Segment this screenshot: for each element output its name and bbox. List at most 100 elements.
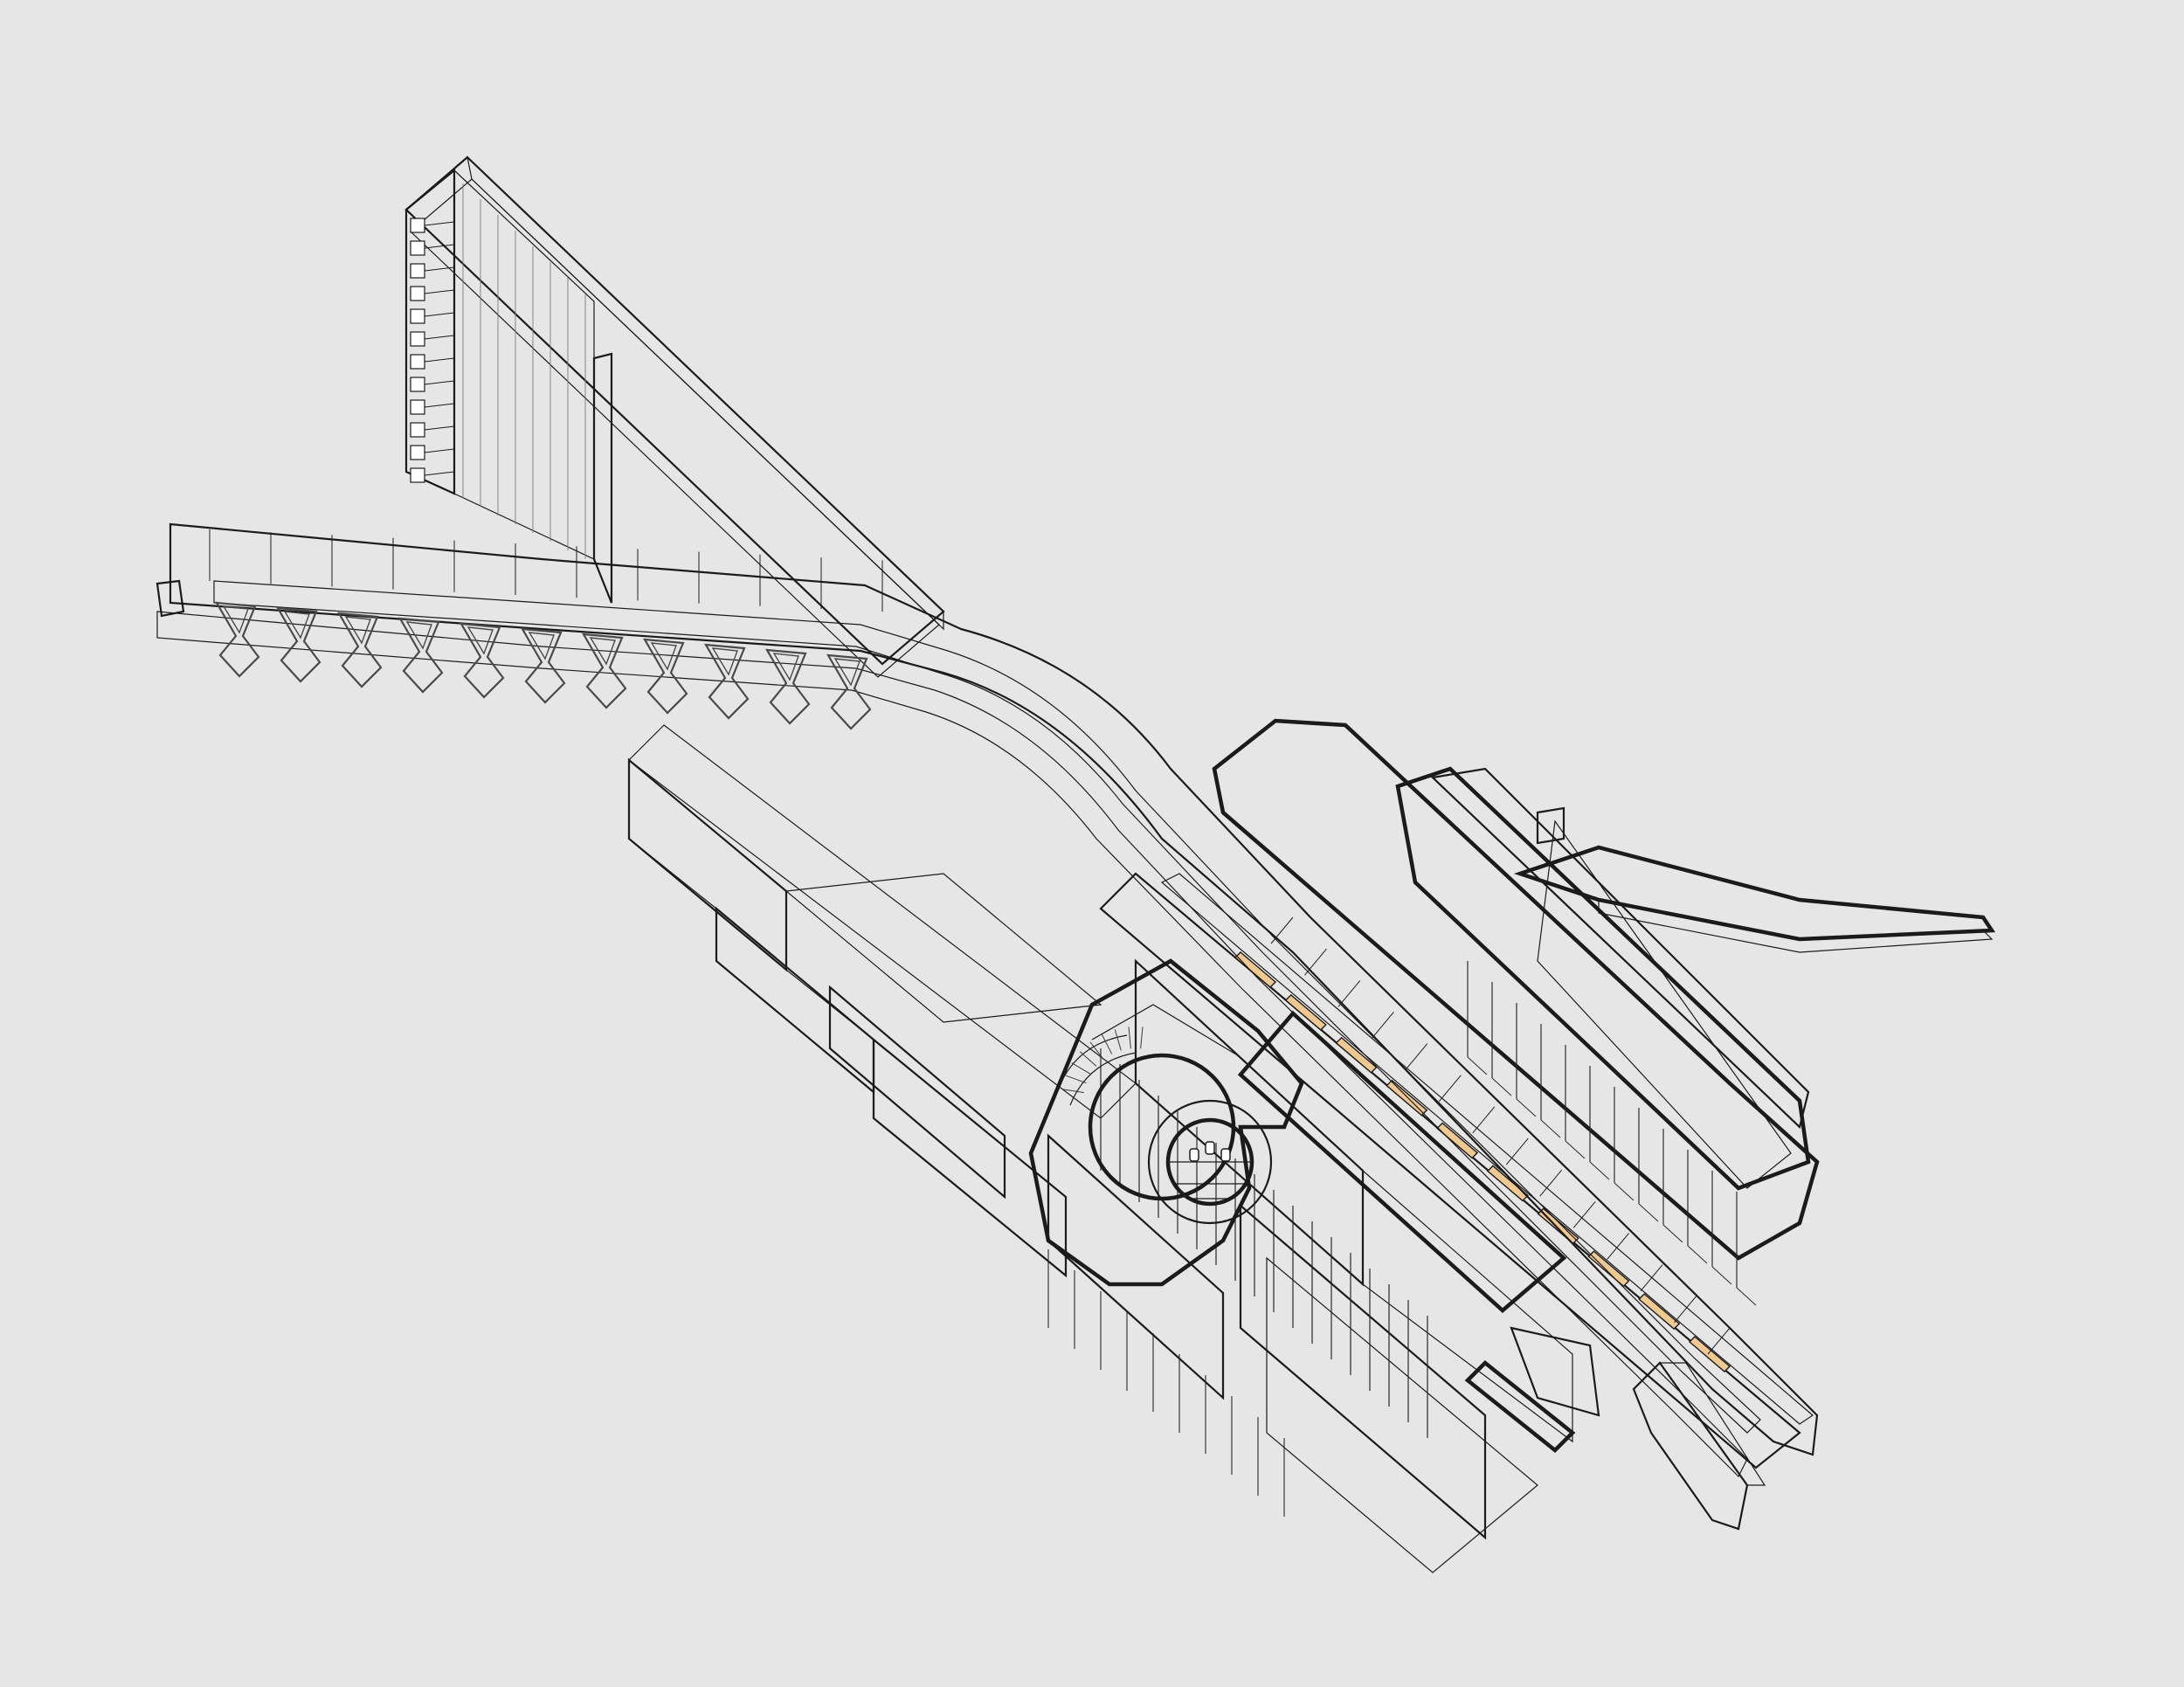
gallery-slot xyxy=(1688,1336,1731,1372)
roof-seam xyxy=(1405,1043,1428,1070)
facade-window xyxy=(410,331,425,347)
stair-tread xyxy=(1089,1041,1104,1060)
wing-sill xyxy=(1467,1056,1488,1075)
facade-rib xyxy=(424,335,455,340)
facade-window xyxy=(410,286,425,301)
facade-rib xyxy=(424,312,455,317)
roof-seam xyxy=(1607,1233,1629,1260)
facade-rib xyxy=(424,357,455,363)
facade-rib xyxy=(424,244,455,249)
roof-truss xyxy=(703,643,750,720)
facade-window xyxy=(410,308,425,324)
truss-web xyxy=(833,658,860,687)
stair-tread xyxy=(1079,1051,1097,1067)
roof-truss xyxy=(520,627,566,704)
wing-sill xyxy=(1736,1287,1757,1306)
wing-sill xyxy=(1711,1266,1732,1285)
lower-left-blocks xyxy=(627,724,1137,1278)
facade-rib xyxy=(424,289,455,294)
roof-truss xyxy=(826,653,872,730)
roof-seam xyxy=(1438,1075,1462,1103)
truss-web xyxy=(589,637,616,666)
rotunda-assembly xyxy=(1028,958,1304,1287)
facade-window xyxy=(410,377,425,392)
facade-window xyxy=(410,399,425,415)
roof-seam xyxy=(1337,979,1361,1007)
roof-truss-row xyxy=(214,601,872,730)
roof-truss xyxy=(214,601,260,678)
facade-rib xyxy=(424,425,455,431)
facade-rib xyxy=(424,471,455,476)
facade-window xyxy=(410,467,425,483)
wing-sill xyxy=(1540,1119,1561,1138)
wing-sill xyxy=(1565,1140,1586,1159)
wing-sill xyxy=(1662,1224,1683,1243)
wing-sill xyxy=(1638,1203,1659,1222)
stair-tread xyxy=(1065,1075,1087,1084)
gallery-slot xyxy=(1436,1122,1479,1159)
roof-truss xyxy=(642,638,688,715)
tower-facade-ribs xyxy=(410,183,586,559)
roof-truss xyxy=(275,606,321,683)
roof-seam xyxy=(1572,1201,1596,1228)
facade-window xyxy=(410,240,425,256)
stair-tread xyxy=(1114,1029,1122,1051)
wing-sill xyxy=(1491,1077,1512,1096)
figure xyxy=(1205,1141,1215,1155)
wing-sill xyxy=(1516,1098,1537,1117)
facade-rib xyxy=(424,403,455,408)
lower-terraces xyxy=(1047,1249,1600,1517)
roof-soffit xyxy=(213,580,1761,1434)
roof-truss xyxy=(764,648,811,725)
roof-seam xyxy=(1539,1169,1563,1197)
main-hall-body xyxy=(1047,958,1573,1573)
truss-web xyxy=(650,642,677,671)
rotunda-outer-ring xyxy=(1088,1053,1236,1201)
figure xyxy=(1220,1148,1231,1162)
rear-tower-block xyxy=(404,156,945,678)
truss-web xyxy=(528,632,555,660)
hall-structural-bays xyxy=(1100,1048,1428,1438)
roof-seam xyxy=(1505,1137,1529,1165)
wing-sill xyxy=(1687,1245,1708,1264)
truss-web xyxy=(772,653,799,681)
facade-window xyxy=(410,218,425,233)
right-wing xyxy=(1212,718,1996,1306)
facade-window xyxy=(410,422,425,438)
stair-tread xyxy=(1140,1027,1144,1049)
stair-treads xyxy=(1061,1027,1144,1094)
roof-seam xyxy=(1640,1264,1663,1292)
stair-tread xyxy=(1061,1089,1084,1094)
truss-web xyxy=(405,621,432,650)
gallery-slot xyxy=(1234,951,1277,988)
stair-tread xyxy=(1071,1062,1091,1075)
facade-window xyxy=(410,445,425,460)
facade-rib xyxy=(424,448,455,453)
roof-truss xyxy=(336,612,383,688)
gallery-slot xyxy=(1335,1036,1378,1074)
terrace-ribs xyxy=(1047,1249,1285,1517)
stair-tread xyxy=(1101,1034,1113,1054)
wing-sill xyxy=(1589,1161,1610,1180)
facade-rib xyxy=(424,266,455,272)
truss-web xyxy=(283,611,310,640)
facade-window xyxy=(410,263,425,279)
truss-web xyxy=(344,616,371,645)
roof-shell xyxy=(169,522,1819,1456)
roof-seam xyxy=(1304,948,1327,976)
wing-structural-bays xyxy=(1467,961,1757,1306)
roof-truss xyxy=(581,633,627,709)
roof-seam xyxy=(1674,1296,1697,1324)
truss-web xyxy=(711,647,738,676)
facade-rib xyxy=(424,221,455,226)
roof-seam xyxy=(1270,916,1294,944)
truss-web xyxy=(467,626,494,655)
wing-sill xyxy=(1614,1182,1635,1201)
roof-panel-seams xyxy=(209,529,1731,1355)
roof-truss xyxy=(459,622,505,699)
roof-seam xyxy=(1707,1327,1731,1355)
rotunda-figures xyxy=(1189,1141,1231,1162)
gallery-window-slots xyxy=(1234,951,1731,1372)
